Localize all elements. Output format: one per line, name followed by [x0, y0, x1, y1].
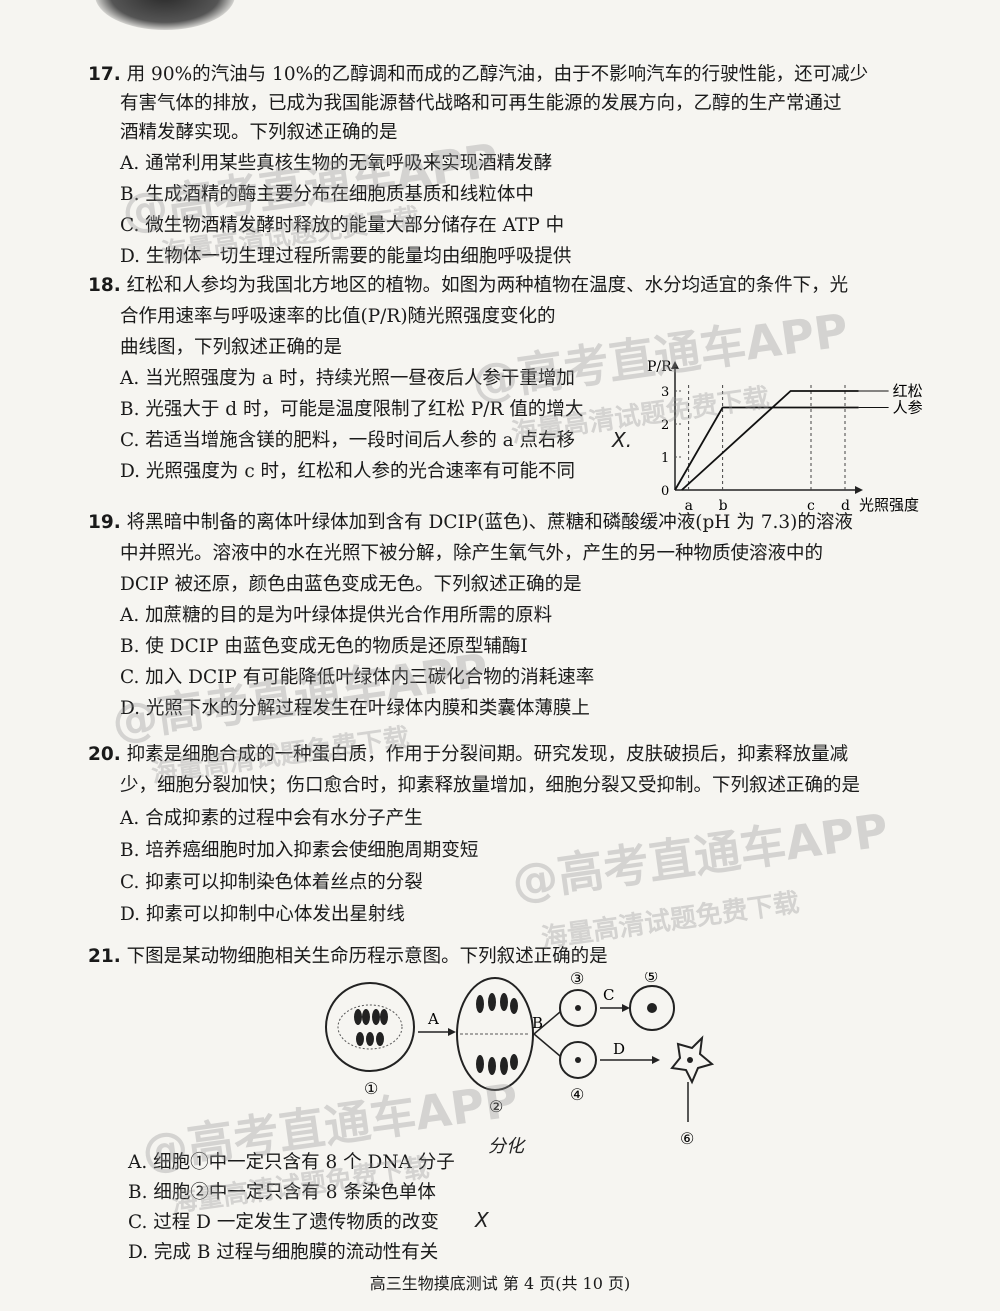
- q18-option-a: A. 当光照强度为 a 时，持续光照一昼夜后人参干重增加: [120, 368, 575, 389]
- x-tick-c: c: [807, 498, 815, 514]
- q21-option-a: A. 细胞①中一定只含有 8 个 DNA 分子: [128, 1152, 455, 1173]
- q17-line1: 17. 用 90%的汽油与 10%的乙醇调和而成的乙醇汽油，由于不影响汽车的行驶…: [88, 64, 869, 85]
- y-tick-2: 2: [661, 418, 669, 433]
- series-label-1: 人参: [893, 399, 923, 417]
- q17-line3: 酒精发酵实现。下列叙述正确的是: [120, 122, 398, 143]
- q20-number: 20.: [88, 744, 121, 765]
- arrow-d-label: D: [613, 1040, 625, 1058]
- cell4-label: ④: [570, 1085, 584, 1104]
- x-tick-b: b: [719, 498, 728, 514]
- series-line-1: [674, 406, 859, 491]
- arrow-b-label: B: [532, 1014, 543, 1032]
- page-footer: 高三生物摸底测试 第 4 页(共 10 页): [369, 1274, 631, 1293]
- q19-line3: DCIP 被还原，颜色由蓝色变成无色。下列叙述正确的是: [120, 574, 582, 595]
- q18-line2: 合作用速率与呼吸速率的比值(P/R)随光照强度变化的: [120, 306, 556, 327]
- q20-option-b: B. 培养癌细胞时加入抑素会使细胞周期变短: [120, 840, 479, 861]
- cell2-label: ②: [489, 1097, 503, 1116]
- cell5-label: ⑤: [644, 972, 658, 986]
- q18-option-c: C. 若适当增施含镁的肥料，一段时间后人参的 a 点右移: [120, 430, 576, 451]
- q18-number: 18.: [88, 275, 121, 296]
- q18-line3: 曲线图，下列叙述正确的是: [120, 337, 343, 358]
- q20-option-d: D. 抑素可以抑制中心体发出星射线: [120, 904, 405, 925]
- cell1-label: ①: [364, 1079, 378, 1098]
- q21-number: 21.: [88, 946, 121, 967]
- q19-option-c: C. 加入 DCIP 有可能降低叶绿体内三碳化合物的消耗速率: [120, 667, 595, 688]
- q20-option-a: A. 合成抑素的过程中会有水分子产生: [120, 808, 423, 829]
- series-line-0: [681, 390, 859, 491]
- q18-handwritten-mark: X.: [612, 428, 633, 452]
- y-axis-arrow: [671, 361, 679, 369]
- arrow-a-label: A: [427, 1010, 439, 1028]
- q19-number: 19.: [88, 512, 121, 533]
- q19-option-d: D. 光照下水的分解过程发生在叶绿体内膜和类囊体薄膜上: [120, 698, 590, 719]
- q19-option-b: B. 使 DCIP 由蓝色变成无色的物质是还原型辅酶Ⅰ: [120, 636, 528, 657]
- y-axis-label: P/R: [647, 359, 672, 375]
- q20-line2: 少，细胞分裂加快；伤口愈合时，抑素释放量增加，细胞分裂又受抑制。下列叙述正确的是: [120, 775, 861, 796]
- q21-option-b: B. 细胞②中一定只含有 8 条染色单体: [128, 1182, 436, 1203]
- q21-cell-diagram: ① A ② B ③ ④ C ⑤ D ⑥: [325, 972, 715, 1148]
- q18-line1: 18. 红松和人参均为我国北方地区的植物。如图为两种植物在温度、水分均适宜的条件…: [88, 275, 849, 296]
- q21-option-c: C. 过程 D 一定发生了遗传物质的改变: [128, 1212, 439, 1233]
- q17-number: 17.: [88, 64, 121, 85]
- x-axis-arrow: [855, 486, 863, 494]
- cell3-label: ③: [570, 972, 584, 988]
- q18-option-b: B. 光强大于 d 时，可能是温度限制了红松 P/R 值的增大: [120, 399, 584, 420]
- q17-option-b: B. 生成酒精的酶主要分布在细胞质基质和线粒体中: [120, 184, 534, 205]
- q21-line1: 21. 下图是某动物细胞相关生命历程示意图。下列叙述正确的是: [88, 946, 608, 967]
- x-tick-d: d: [841, 498, 850, 514]
- arrow-c-label: C: [603, 986, 614, 1004]
- q17-option-c: C. 微生物酒精发酵时释放的能量大部分储存在 ATP 中: [120, 215, 565, 236]
- y-tick-0: 0: [661, 484, 669, 499]
- y-tick-3: 3: [661, 385, 669, 400]
- q19-line2: 中并照光。溶液中的水在光照下被分解，除产生氧气外，产生的另一种物质使溶液中的: [120, 543, 824, 564]
- q19-option-a: A. 加蔗糖的目的是为叶绿体提供光合作用所需的原料: [120, 605, 553, 626]
- scan-shadow: [95, 0, 235, 30]
- cell6-label: ⑥: [680, 1129, 694, 1148]
- watermark-brand-4: @高考直通车APP: [508, 802, 892, 910]
- y-tick-1: 1: [661, 451, 669, 466]
- x-axis-label: 光照强度: [859, 496, 919, 514]
- q19-line1: 19. 将黑暗中制备的离体叶绿体加到含有 DCIP(蓝色)、蔗糖和磷酸缓冲液(p…: [88, 512, 853, 533]
- q21-option-d: D. 完成 B 过程与细胞膜的流动性有关: [128, 1242, 439, 1263]
- x-tick-a: a: [685, 498, 693, 514]
- q21-handwritten-note: 分化: [488, 1136, 524, 1157]
- q21-handwritten-mark: X: [475, 1208, 489, 1232]
- q17-line2: 有害气体的排放，已成为我国能源替代战略和可再生能源的发展方向，乙醇的生产常通过: [120, 93, 842, 114]
- q18-option-d: D. 光照强度为 c 时，红松和人参的光合速率有可能不同: [120, 461, 576, 482]
- q17-option-d: D. 生物体一切生理过程所需要的能量均由细胞呼吸提供: [120, 246, 572, 267]
- series-label-0: 红松: [893, 382, 923, 400]
- q20-option-c: C. 抑素可以抑制染色体着丝点的分裂: [120, 872, 423, 893]
- q17-option-a: A. 通常利用某些真核生物的无氧呼吸来实现酒精发酵: [120, 153, 553, 174]
- q20-line1: 20. 抑素是细胞合成的一种蛋白质，作用于分裂间期。研究发现，皮肤破损后，抑素释…: [88, 744, 849, 765]
